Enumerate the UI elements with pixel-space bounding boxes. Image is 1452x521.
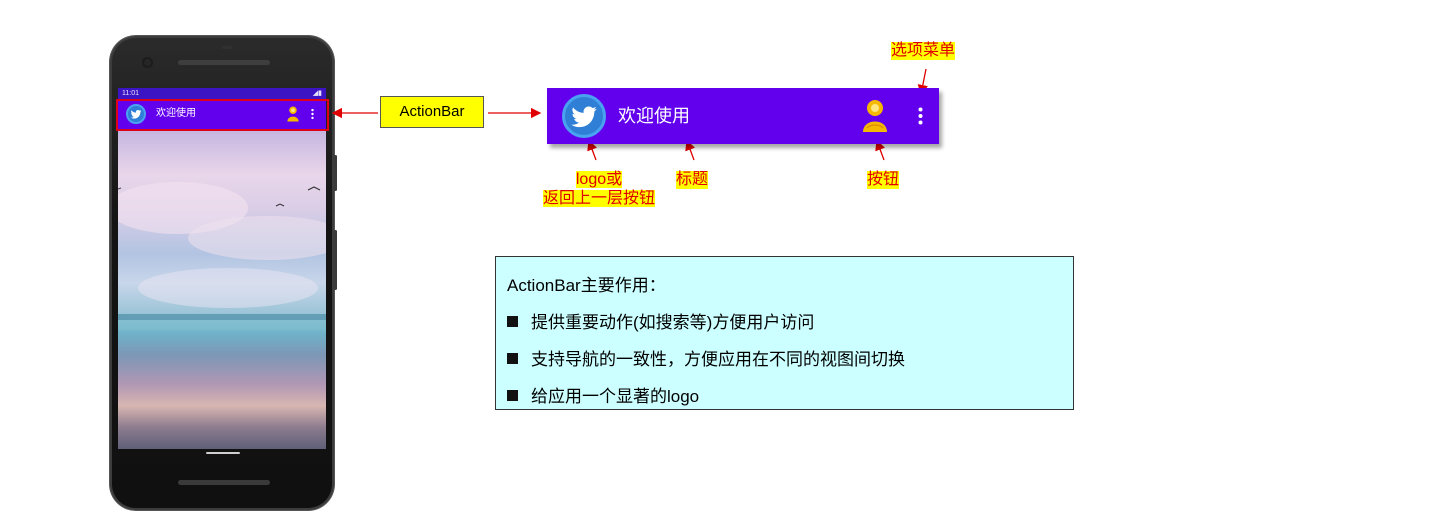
- user-icon[interactable]: [860, 98, 890, 134]
- info-item: 支持导航的一致性，方便应用在不同的视图间切换: [507, 345, 905, 370]
- info-box: ActionBar主要作用： 提供重要动作(如搜索等)方便用户访问 支持导航的一…: [495, 256, 1074, 410]
- arrow-button: [875, 139, 886, 161]
- info-heading: ActionBar主要作用：: [507, 276, 666, 295]
- arrow-logo: [587, 139, 598, 161]
- label-logo-line2: 返回上一层按钮: [542, 190, 655, 207]
- phone-mockup: 11:01 ◢▮ 欢迎使用: [110, 36, 334, 510]
- twitter-bird-icon[interactable]: [126, 104, 146, 124]
- front-camera: [144, 59, 151, 66]
- phone-bottom-speaker: [178, 480, 270, 485]
- phone-side-button: [334, 155, 337, 191]
- phone-action-bar: 欢迎使用: [118, 99, 326, 129]
- info-item-text: 提供重要动作(如搜索等)方便用户访问: [531, 313, 815, 332]
- phone-app-title: 欢迎使用: [156, 108, 196, 119]
- arrow-title: [685, 139, 696, 161]
- label-button: 按钮: [867, 171, 900, 189]
- phone-screen: 11:01 ◢▮ 欢迎使用: [118, 88, 326, 449]
- phone-earpiece: [178, 60, 270, 65]
- user-icon[interactable]: [286, 105, 300, 123]
- twitter-bird-icon[interactable]: [562, 94, 606, 138]
- info-item: 给应用一个显著的logo: [507, 382, 699, 407]
- status-bar: 11:01 ◢▮: [118, 88, 326, 99]
- bullet-square-icon: [507, 316, 518, 327]
- bullet-square-icon: [507, 353, 518, 364]
- wallpaper-image: [118, 182, 326, 330]
- label-options-menu: 选项菜单: [891, 42, 956, 60]
- actionbar-callout: ActionBar: [380, 96, 484, 128]
- overflow-menu-icon[interactable]: [311, 108, 314, 120]
- signal-battery-icon: ◢▮: [312, 90, 322, 97]
- label-logo-group: logo或 返回上一层按钮: [530, 171, 668, 208]
- phone-sensor: [222, 46, 232, 49]
- phone-volume-button: [334, 230, 337, 290]
- bullet-square-icon: [507, 390, 518, 401]
- label-title: 标题: [676, 171, 709, 189]
- status-time: 11:01: [122, 90, 139, 97]
- overflow-menu-icon[interactable]: [918, 107, 923, 125]
- label-logo-line1: logo或: [575, 171, 623, 188]
- info-item: 提供重要动作(如搜索等)方便用户访问: [507, 308, 814, 333]
- action-bar: 欢迎使用: [547, 88, 939, 144]
- highlight-box: [116, 99, 329, 131]
- home-indicator[interactable]: [206, 452, 240, 454]
- action-bar-title: 欢迎使用: [618, 106, 690, 126]
- info-item-text: 支持导航的一致性，方便应用在不同的视图间切换: [531, 350, 905, 369]
- info-item-text: 给应用一个显著的logo: [531, 387, 700, 406]
